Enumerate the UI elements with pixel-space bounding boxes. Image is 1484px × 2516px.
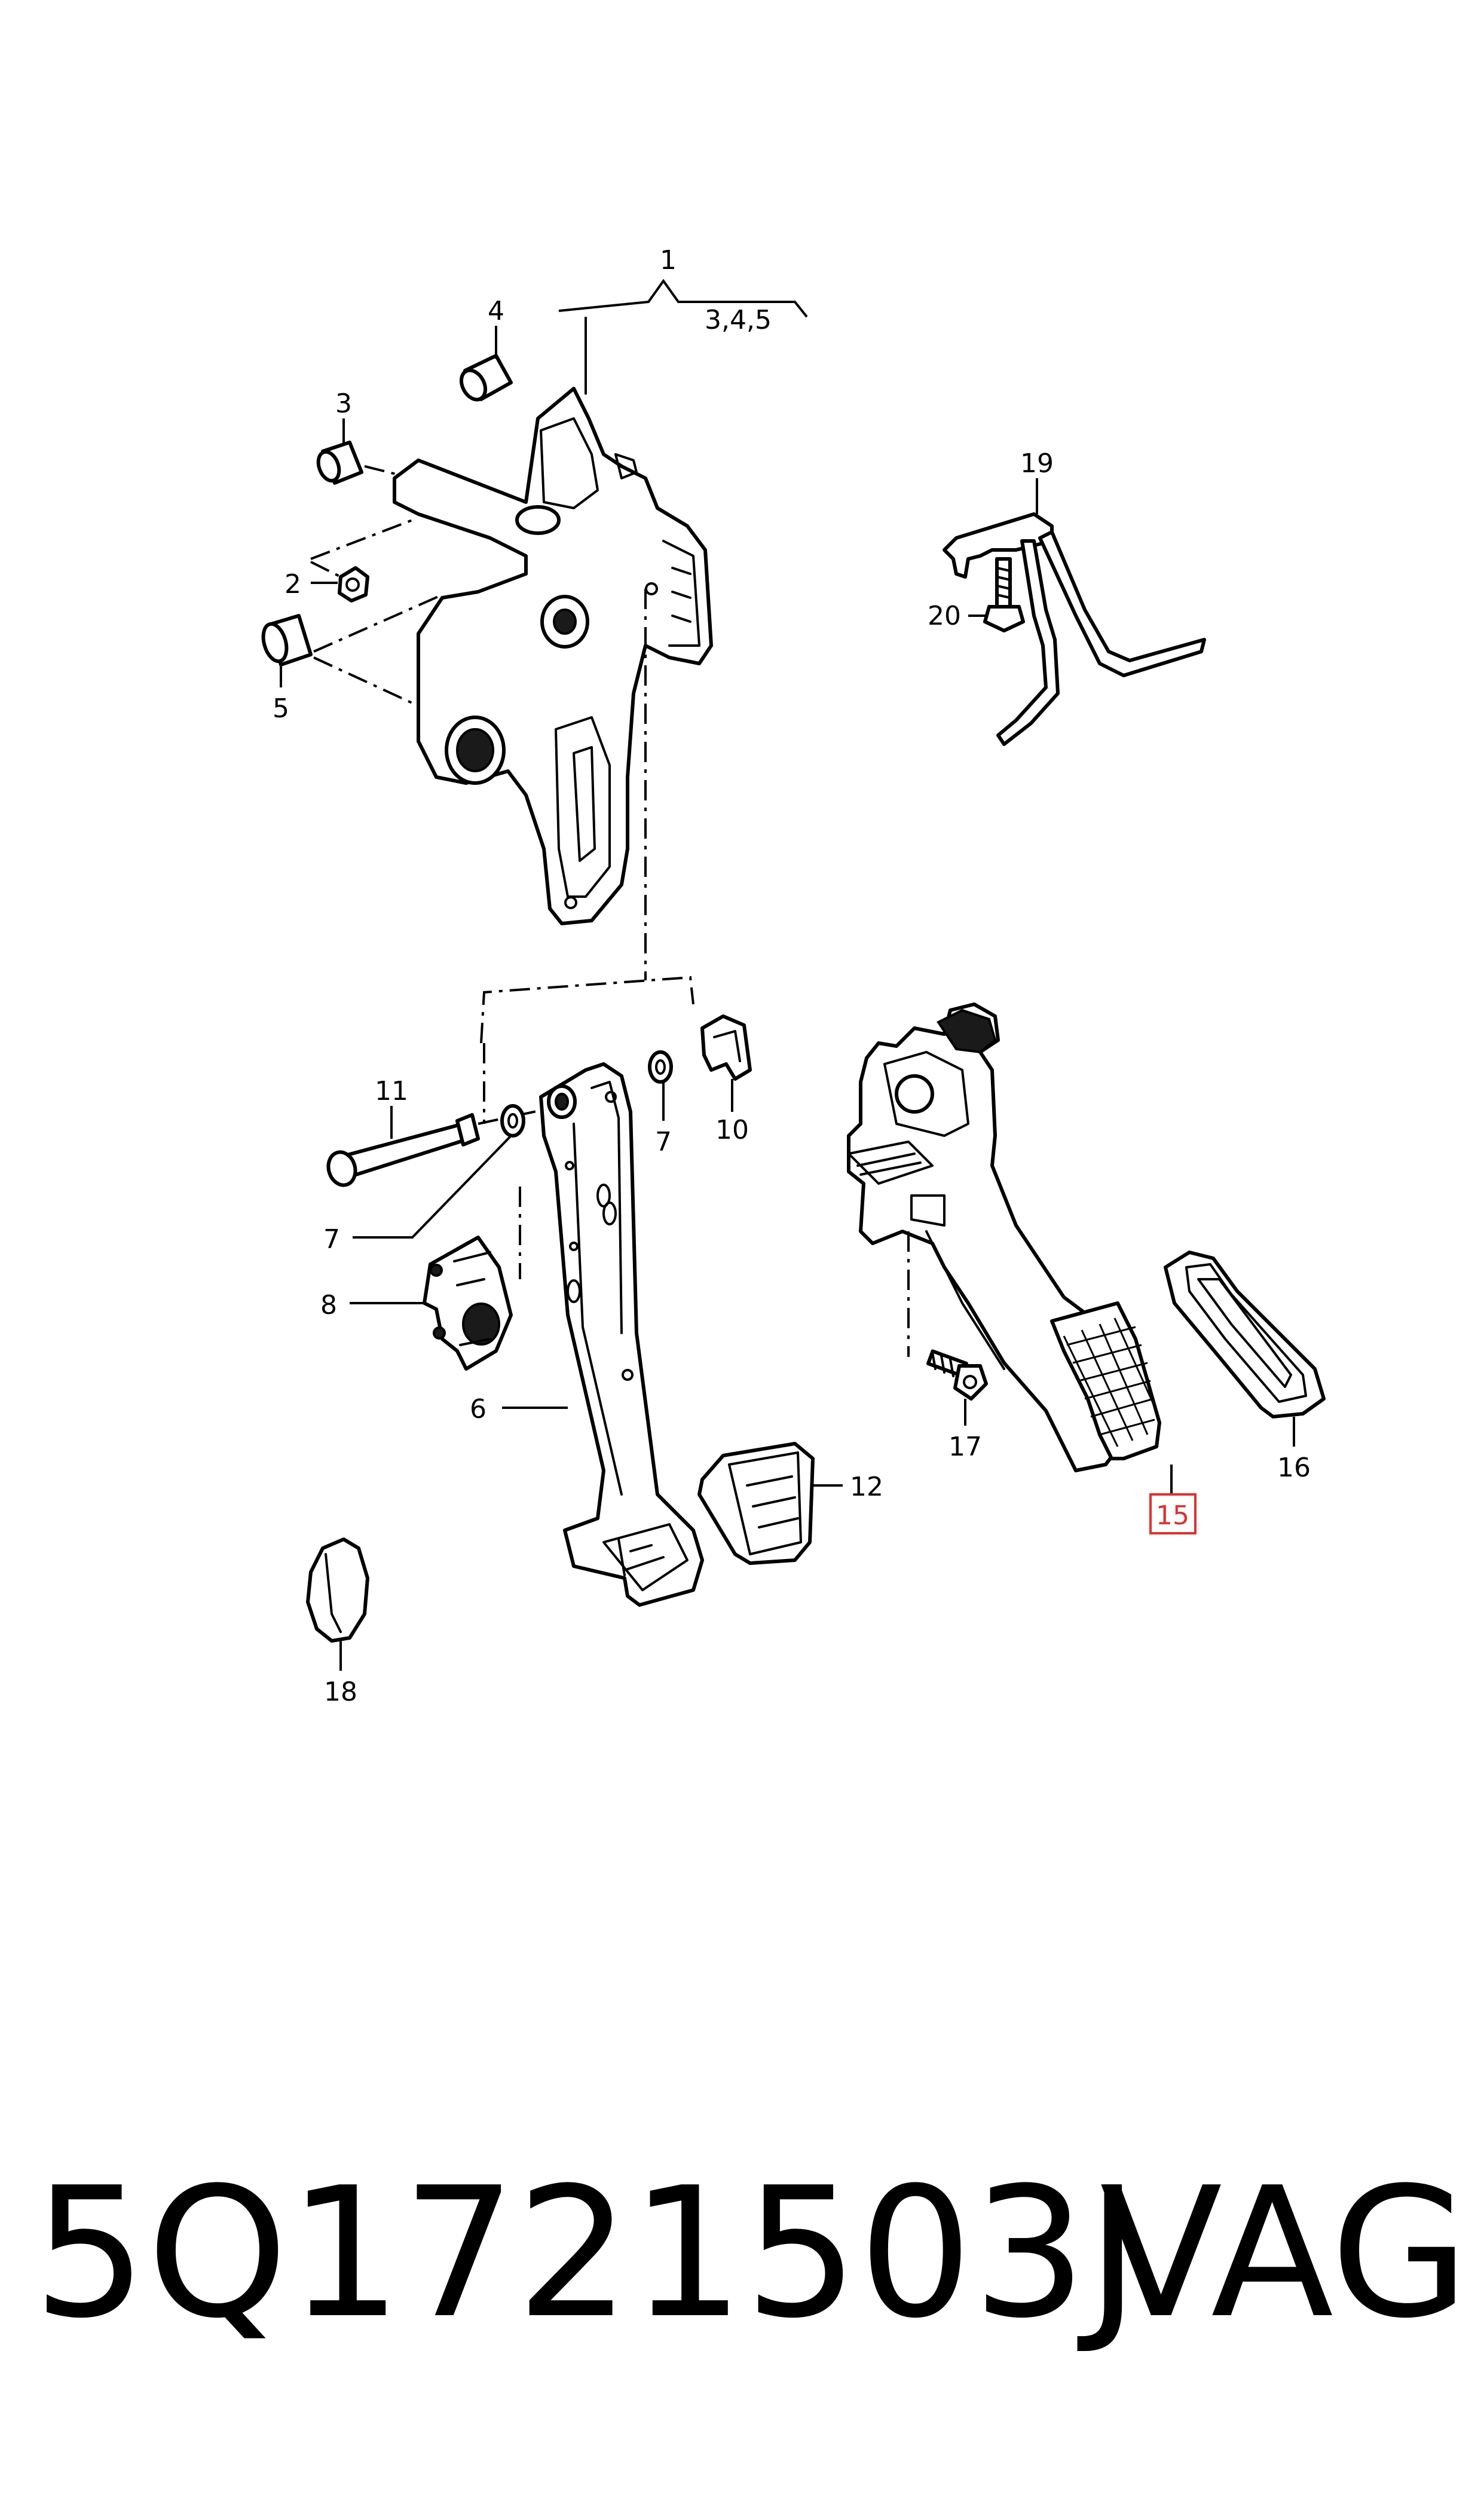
sensor-8 [350, 1236, 513, 1371]
clip-10 [700, 1014, 752, 1112]
callout-20: 20 [928, 601, 961, 631]
callout-1: 1 [660, 245, 677, 276]
brand-name: VAG [1100, 2149, 1470, 2358]
footer: 5Q1721503J VAG [0, 2140, 1484, 2391]
nut-2 [310, 519, 413, 603]
pedal-bracket [393, 387, 713, 980]
callout-1-bracket [558, 279, 808, 395]
bolt-20 [968, 557, 1025, 632]
accelerator-pedal-15 [847, 1002, 1197, 1534]
callout-8: 8 [320, 1290, 337, 1320]
callout-3: 3 [335, 389, 352, 419]
callout-15: 15 [1156, 1500, 1189, 1531]
callout-18: 18 [324, 1677, 357, 1707]
callout-7-right: 7 [655, 1127, 672, 1157]
callout-10: 10 [715, 1115, 749, 1145]
part-number: 5Q1721503J [33, 2149, 1140, 2358]
callout-4: 4 [488, 296, 504, 326]
callout-2: 2 [284, 569, 301, 600]
callout-12: 12 [850, 1472, 883, 1502]
cap-18 [306, 1537, 369, 1671]
callout-7-left: 7 [323, 1224, 340, 1255]
bushing-3 [316, 418, 401, 485]
washer-7-left [353, 1104, 525, 1239]
callout-16: 16 [1277, 1453, 1311, 1483]
callout-19: 19 [1020, 448, 1054, 479]
bushing-5 [261, 594, 443, 713]
bolt-17 [907, 1231, 988, 1426]
highlight-box-15 [1149, 1493, 1197, 1534]
bushing-4 [459, 326, 513, 402]
callout-6: 6 [470, 1394, 486, 1424]
callout-1-group: 3,4,5 [705, 305, 772, 335]
callout-17: 17 [948, 1432, 982, 1462]
washer-7-right [648, 1050, 673, 1121]
pivot-pin-11 [326, 1105, 562, 1187]
retaining-spring-19 [943, 478, 1206, 746]
brake-pedal-6 [502, 1062, 704, 1607]
assembly-boundary [480, 976, 694, 1279]
pedal-pad-12 [697, 1442, 843, 1565]
callout-11: 11 [375, 1076, 408, 1106]
pedal-cover-16 [1164, 1251, 1326, 1447]
callout-5: 5 [273, 693, 289, 724]
